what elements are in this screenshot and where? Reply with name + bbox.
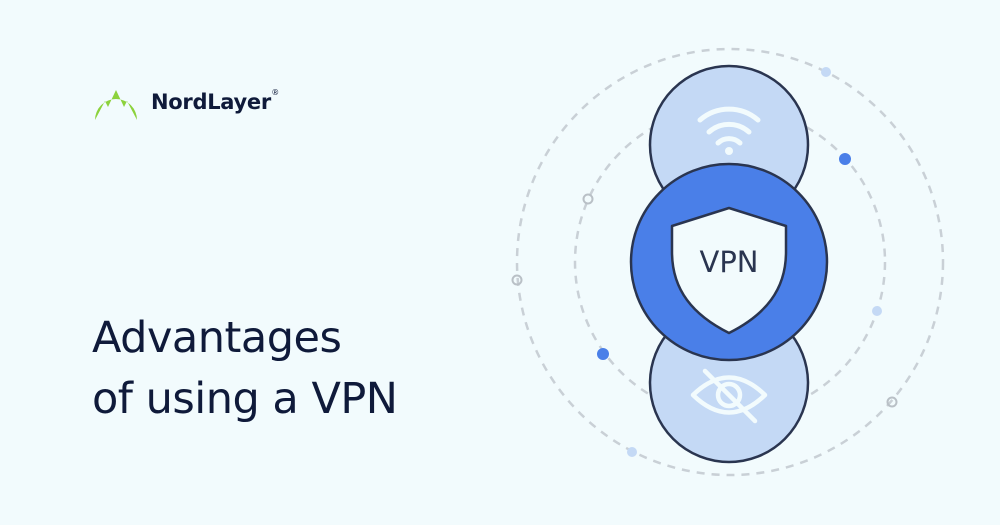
orbit-dot	[511, 274, 523, 286]
orbit-dot	[872, 306, 882, 316]
headline-line-2: of using a VPN	[92, 374, 398, 424]
orbit-dot	[597, 348, 609, 360]
eye-off-icon	[690, 368, 768, 424]
brand-name-text: NordLayer	[151, 90, 271, 114]
wifi-icon	[697, 106, 761, 155]
brand-logo[interactable]: NordLayer®	[91, 80, 279, 124]
shield-icon	[670, 206, 788, 335]
outer-orbit-ring	[515, 47, 945, 477]
orbit-dot	[627, 447, 637, 457]
orbit-dot	[821, 67, 831, 77]
nordlayer-mountain-icon	[95, 90, 137, 120]
registered-mark: ®	[271, 88, 279, 97]
vpn-label: VPN	[699, 245, 758, 279]
orbit-dot	[839, 153, 851, 165]
orbit-dot	[582, 193, 594, 205]
page-title: Advantages of using a VPN	[92, 308, 512, 430]
brand-name: NordLayer®	[151, 88, 279, 114]
headline-line-1: Advantages	[92, 313, 342, 363]
orbit-dot	[886, 396, 898, 408]
